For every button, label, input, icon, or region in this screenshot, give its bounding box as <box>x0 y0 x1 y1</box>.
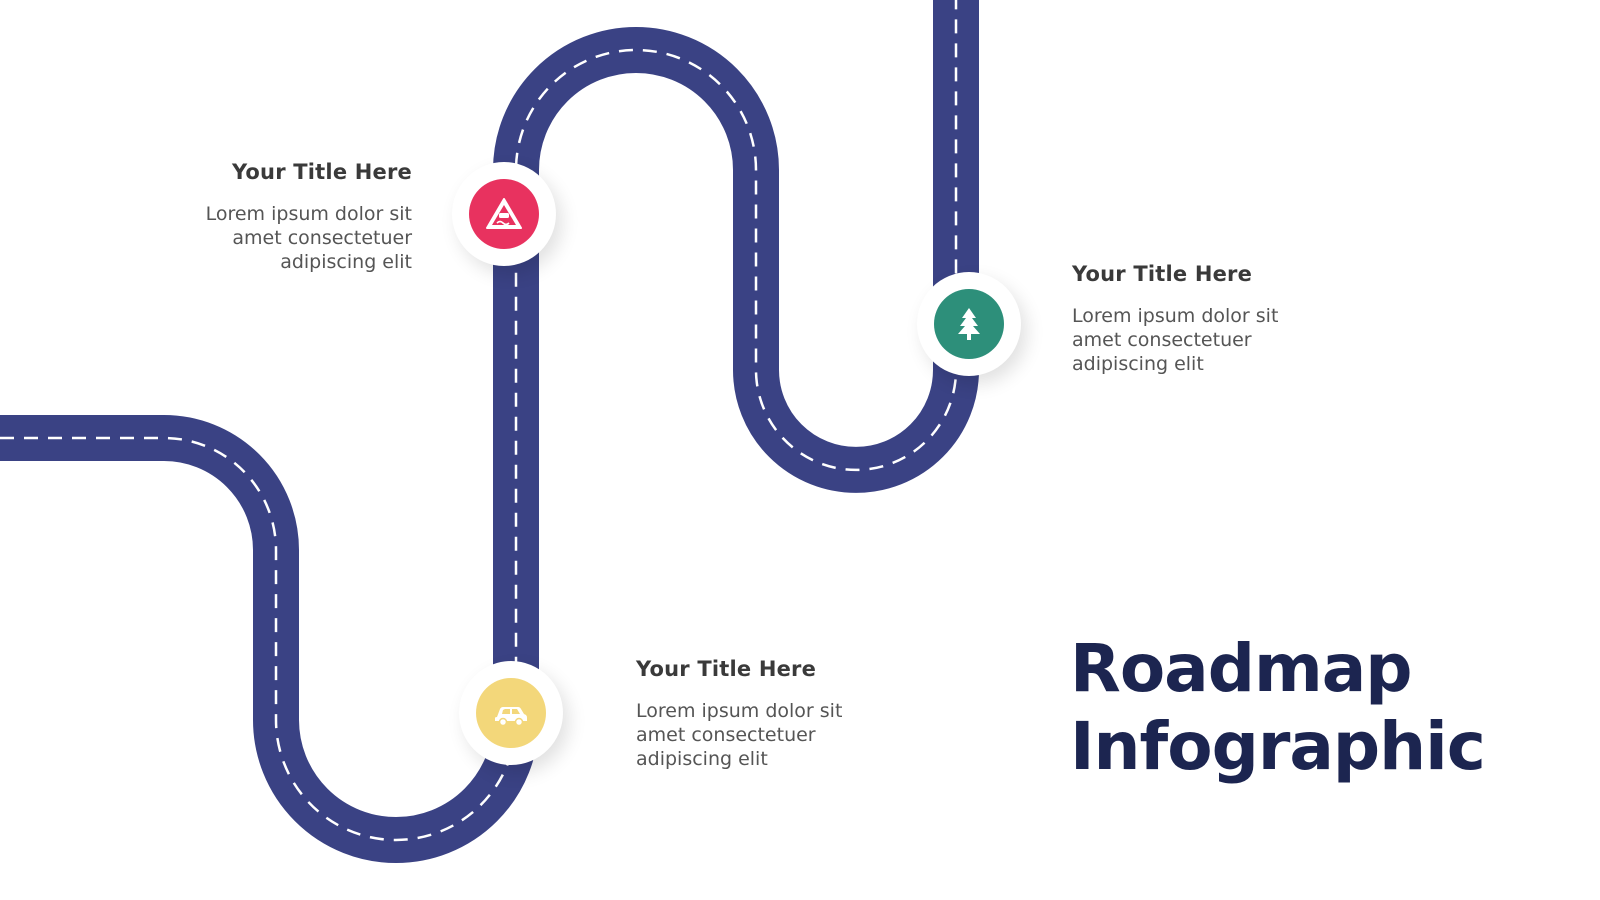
milestone-2[interactable] <box>917 272 1021 376</box>
milestone-1-badge <box>469 179 539 249</box>
milestone-1-title: Your Title Here <box>231 160 412 184</box>
milestone-2-description: Lorem ipsum dolor sit amet consectetuer … <box>1072 305 1279 375</box>
road-lane-markings <box>0 0 956 840</box>
slippery-road-warning-icon <box>486 198 522 229</box>
milestone-2-title: Your Title Here <box>1072 262 1253 286</box>
milestone-2-text: Your Title Here Lorem ipsum dolor sit am… <box>1072 262 1372 376</box>
page-title: Roadmap Infographic <box>1070 630 1486 786</box>
milestone-1-text: Your Title Here Lorem ipsum dolor sit am… <box>112 160 412 274</box>
milestone-1-description: Lorem ipsum dolor sit amet consectetuer … <box>205 203 412 273</box>
page-title-line-2: Infographic <box>1070 708 1486 785</box>
page-title-line-1: Roadmap <box>1070 630 1412 707</box>
milestone-3-title: Your Title Here <box>636 657 817 681</box>
milestone-2-badge <box>934 289 1004 359</box>
car-icon <box>495 707 527 727</box>
pine-tree-icon <box>958 308 980 340</box>
milestone-3-description: Lorem ipsum dolor sit amet consectetuer … <box>636 700 843 770</box>
milestone-3-text: Your Title Here Lorem ipsum dolor sit am… <box>636 657 936 771</box>
milestone-3-badge <box>476 678 546 748</box>
milestone-3[interactable] <box>459 661 563 765</box>
milestone-1[interactable] <box>452 162 556 266</box>
